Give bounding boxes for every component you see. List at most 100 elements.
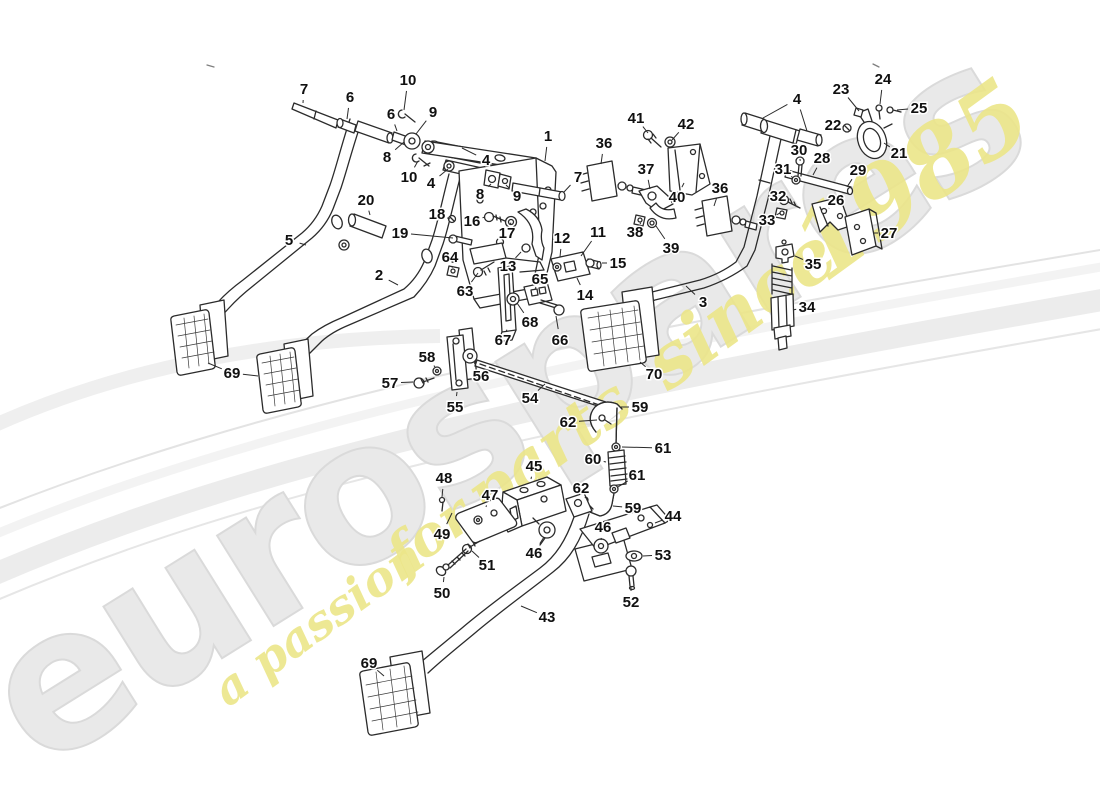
leader-line xyxy=(515,251,522,259)
part-callout-38: 38 xyxy=(627,224,644,241)
part-callout-47: 47 xyxy=(482,487,499,504)
leader-line xyxy=(442,576,445,583)
leader-line xyxy=(415,120,427,135)
part-callout-46: 46 xyxy=(526,545,543,562)
brake-pedal-arm xyxy=(256,173,461,414)
leader-line xyxy=(879,89,883,105)
leader-line xyxy=(647,179,651,190)
leader-line xyxy=(600,153,603,165)
part-callout-62: 62 xyxy=(560,414,577,431)
mounting-hardware-right xyxy=(774,156,883,256)
part-callout-12: 12 xyxy=(554,230,571,247)
part-callout-54: 54 xyxy=(522,390,539,407)
part-callout-53: 53 xyxy=(655,547,672,564)
leader-line xyxy=(799,109,808,132)
leader-line xyxy=(603,461,607,463)
part-callout-48: 48 xyxy=(436,470,453,487)
part-callout-63: 63 xyxy=(457,283,474,300)
part-callout-43: 43 xyxy=(539,609,556,626)
leader-line xyxy=(376,669,385,677)
leader-line xyxy=(368,210,371,216)
leader-line xyxy=(790,176,794,179)
stop-lamp-switches xyxy=(579,129,758,237)
part-callout-64: 64 xyxy=(442,249,459,266)
clutch-pedal-arm xyxy=(170,118,362,376)
part-callout-39: 39 xyxy=(663,240,680,257)
leader-line xyxy=(584,496,586,499)
leader-line xyxy=(441,488,444,498)
leader-line xyxy=(400,381,414,383)
leader-line xyxy=(792,308,797,311)
part-callout-62: 62 xyxy=(573,480,590,497)
leader-line xyxy=(713,198,717,207)
part-callout-6: 6 xyxy=(346,89,354,106)
part-callout-27: 27 xyxy=(881,225,898,242)
leader-line xyxy=(413,160,419,168)
leader-line xyxy=(762,103,788,119)
leader-line xyxy=(509,222,512,226)
leader-line xyxy=(346,107,349,120)
leader-line xyxy=(784,199,788,202)
part-callout-5: 5 xyxy=(285,232,293,249)
leader-line xyxy=(639,361,646,368)
part-callout-17: 17 xyxy=(499,225,516,242)
leader-line xyxy=(516,302,525,314)
spring-damper xyxy=(770,239,795,351)
part-callout-34: 34 xyxy=(799,299,816,316)
leader-line xyxy=(642,126,649,134)
part-callout-57: 57 xyxy=(382,375,399,392)
throttle-linkage xyxy=(581,401,628,517)
leader-line xyxy=(896,108,909,111)
leader-line xyxy=(520,605,538,614)
part-callout-1: 1 xyxy=(544,128,552,145)
part-callout-3: 3 xyxy=(699,294,707,311)
accelerator-pedal xyxy=(359,492,593,736)
pedal-mounting-plate xyxy=(532,504,671,591)
leader-line xyxy=(559,248,562,258)
part-callout-13: 13 xyxy=(500,258,517,275)
part-callout-65: 65 xyxy=(532,271,549,288)
leader-line xyxy=(685,285,696,295)
part-callout-30: 30 xyxy=(791,142,808,159)
accelerator-brackets xyxy=(435,476,567,577)
part-callout-32: 32 xyxy=(770,188,787,205)
leader-line xyxy=(394,124,398,132)
leader-line xyxy=(403,90,407,111)
leader-line xyxy=(485,505,487,508)
part-callout-9: 9 xyxy=(513,188,521,205)
part-callout-8: 8 xyxy=(383,149,391,166)
part-callout-28: 28 xyxy=(814,150,831,167)
leader-line xyxy=(482,216,486,219)
leader-line xyxy=(242,373,259,377)
part-callout-31: 31 xyxy=(775,161,792,178)
part-callout-16: 16 xyxy=(464,213,481,230)
part-callout-15: 15 xyxy=(610,255,627,272)
part-callout-68: 68 xyxy=(522,314,539,331)
leader-line xyxy=(654,519,663,524)
leader-line xyxy=(883,142,891,148)
part-callout-2: 2 xyxy=(375,267,383,284)
part-callout-11: 11 xyxy=(590,224,606,241)
leader-line xyxy=(473,361,477,367)
leader-line xyxy=(794,255,804,260)
part-callout-49: 49 xyxy=(434,526,451,543)
brake-pad xyxy=(580,286,660,372)
leader-line xyxy=(612,505,623,508)
part-callout-14: 14 xyxy=(577,287,594,304)
part-callout-59: 59 xyxy=(625,500,642,517)
leader-line xyxy=(446,512,453,525)
leader-line xyxy=(505,329,508,333)
leader-line xyxy=(576,277,581,286)
part-callout-44: 44 xyxy=(665,508,682,525)
part-callout-59: 59 xyxy=(632,399,649,416)
part-callout-50: 50 xyxy=(434,585,451,602)
leader-line xyxy=(207,362,222,370)
leader-line xyxy=(642,555,653,557)
part-callout-55: 55 xyxy=(447,399,464,416)
leader-line xyxy=(433,365,436,368)
leader-line xyxy=(461,147,477,156)
part-callout-56: 56 xyxy=(473,368,490,385)
leader-line xyxy=(555,315,559,330)
leader-line xyxy=(539,536,545,544)
